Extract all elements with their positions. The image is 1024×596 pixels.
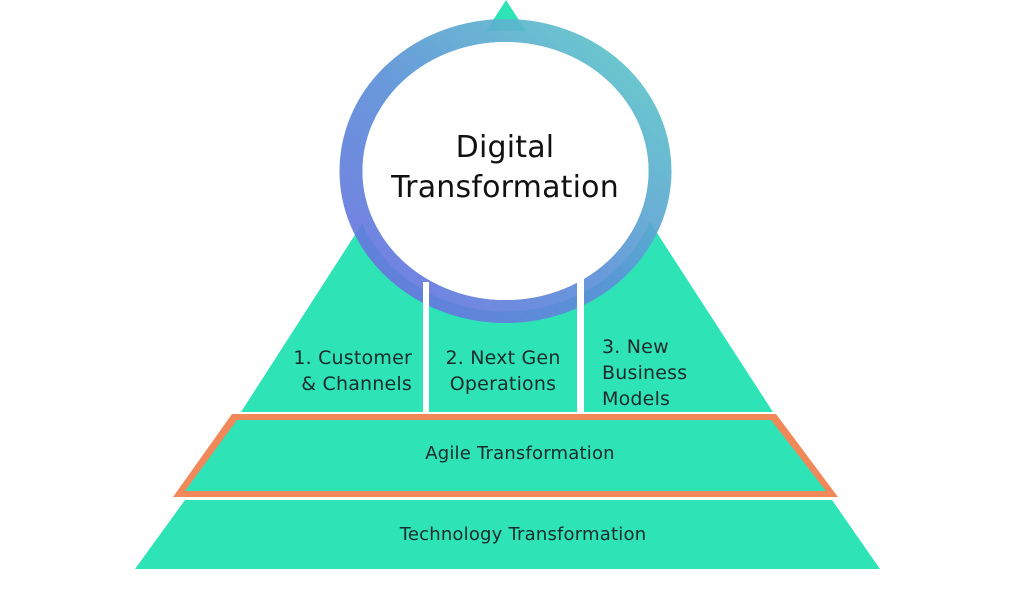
agile-fill	[185, 420, 826, 491]
pillar-gap-2	[577, 278, 584, 414]
agile-layer	[173, 414, 838, 497]
pillar-gap-1	[423, 282, 429, 414]
gradient-ring	[339, 19, 672, 323]
technology-transformation-label: Technology Transformation	[399, 524, 647, 545]
pillar-customer-channels: 1. Customer & Channels	[293, 347, 412, 395]
agile-transformation-label: Agile Transformation	[425, 443, 615, 464]
diagram-title: Digital Transformation	[391, 130, 619, 205]
pillar-new-business-models: 3. New Business Models	[602, 336, 688, 410]
pillar-next-gen-operations: 2. Next Gen Operations	[445, 347, 561, 395]
technology-layer	[135, 500, 880, 569]
title-circle	[339, 19, 672, 323]
